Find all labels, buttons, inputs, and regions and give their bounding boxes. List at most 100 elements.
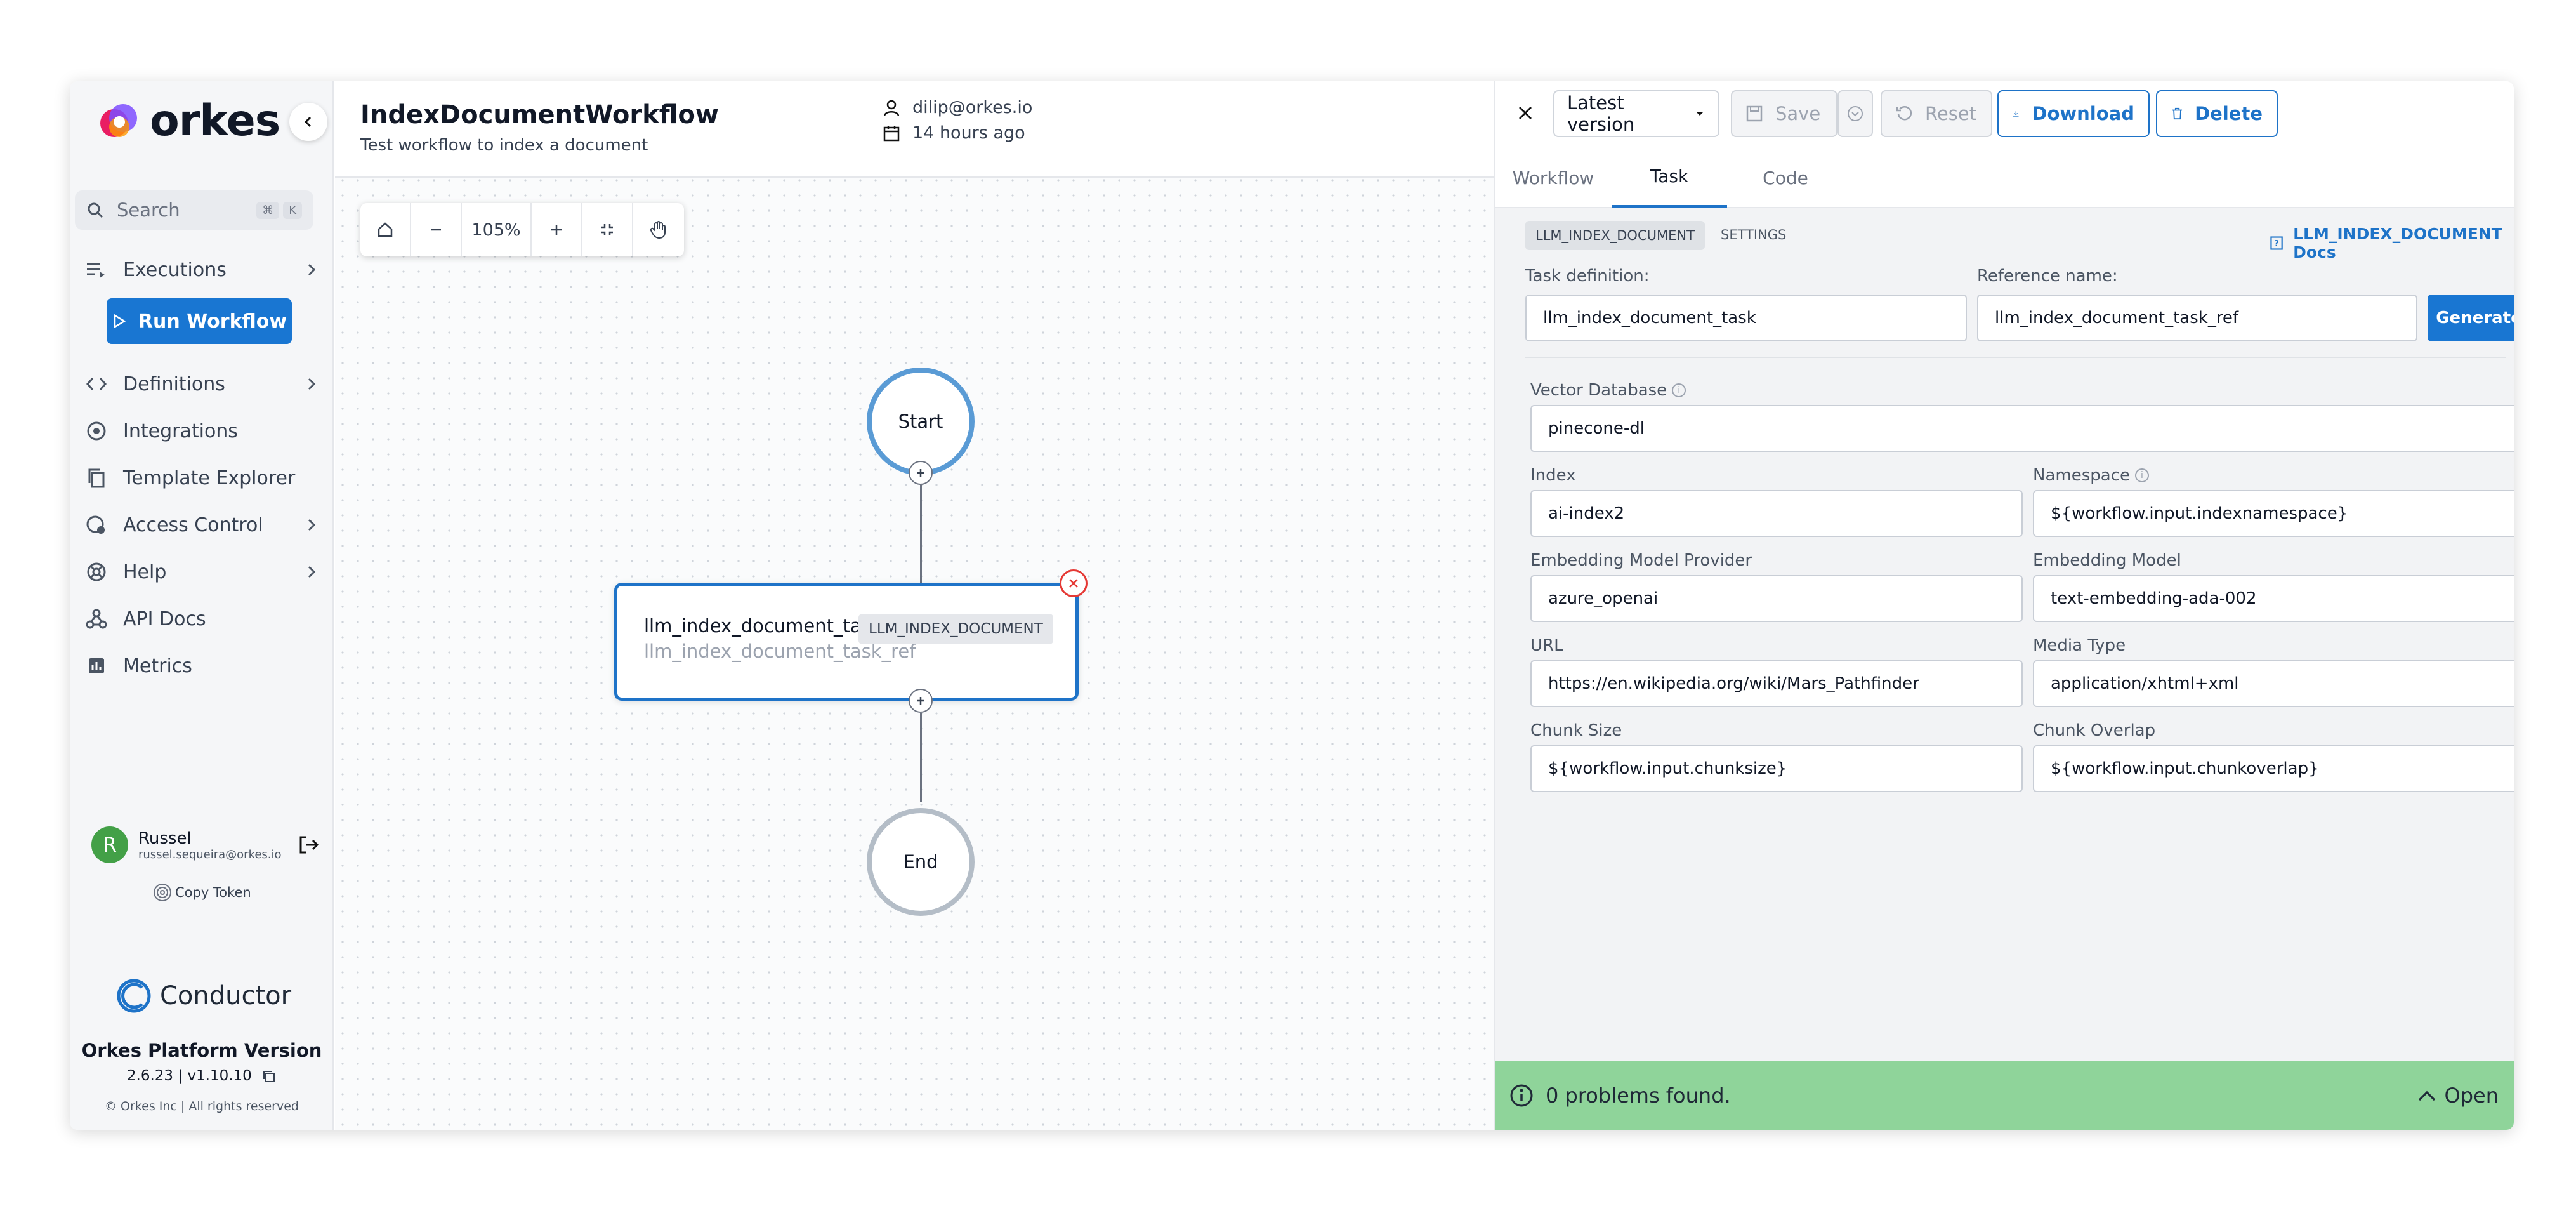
namespace-field[interactable]: ${workflow.input.indexnamespace} bbox=[2033, 490, 2514, 537]
version-select[interactable]: Latest version bbox=[1553, 90, 1719, 137]
docs-link-label: LLM_INDEX_DOCUMENT Docs bbox=[2293, 225, 2502, 262]
vector-db-field[interactable]: pinecone-dl bbox=[1530, 405, 2514, 452]
brand-name: orkes bbox=[150, 95, 280, 146]
sidebar-item-label: Access Control bbox=[123, 514, 263, 536]
metrics-icon bbox=[84, 653, 109, 679]
home-button[interactable] bbox=[360, 203, 411, 256]
search-box[interactable]: Search ⌘ K bbox=[75, 190, 313, 230]
zoom-out-button[interactable] bbox=[411, 203, 462, 256]
collapse-sidebar-button[interactable] bbox=[289, 103, 327, 141]
add-task-button[interactable] bbox=[909, 461, 933, 485]
workflow-owner: dilip@orkes.io bbox=[882, 98, 1032, 117]
info-icon: i bbox=[2134, 468, 2149, 482]
sidebar-item-definitions[interactable]: Definitions bbox=[84, 364, 320, 404]
chunk-overlap-field[interactable]: ${workflow.input.chunkoverlap} bbox=[2033, 745, 2514, 792]
download-button[interactable]: Download bbox=[1997, 90, 2150, 137]
chunk-size-label: Chunk Size bbox=[1530, 721, 1622, 740]
embedding-model-label: Embedding Model bbox=[2033, 551, 2181, 570]
add-task-button[interactable] bbox=[909, 689, 933, 713]
info-circle-icon bbox=[1510, 1084, 1533, 1107]
generate-button[interactable]: Generate bbox=[2428, 295, 2514, 341]
run-workflow-button[interactable]: Run Workflow bbox=[107, 298, 292, 344]
index-label: Index bbox=[1530, 466, 1576, 485]
embedding-model-field[interactable]: text-embedding-ada-002 bbox=[2033, 575, 2514, 622]
media-type-field[interactable]: application/xhtml+xml bbox=[2033, 660, 2514, 707]
task-node[interactable]: llm_index_document_task llm_index_docume… bbox=[614, 583, 1079, 701]
workflow-canvas[interactable]: IndexDocumentWorkflow Test workflow to i… bbox=[335, 81, 1494, 1130]
sidebar-item-access-control[interactable]: Access Control bbox=[84, 505, 320, 545]
hand-icon bbox=[650, 221, 666, 239]
orkes-logo[interactable]: orkes bbox=[98, 95, 280, 146]
start-node[interactable]: Start bbox=[867, 368, 975, 475]
sidebar-item-api-docs[interactable]: API Docs bbox=[84, 599, 320, 639]
index-field[interactable]: ai-index2 bbox=[1530, 490, 2023, 537]
task-type-badge: LLM_INDEX_DOCUMENT bbox=[858, 614, 1053, 644]
search-icon bbox=[88, 202, 103, 218]
chevron-up-icon bbox=[2418, 1090, 2435, 1101]
logout-icon[interactable] bbox=[297, 833, 320, 856]
delete-button[interactable]: Delete bbox=[2156, 90, 2278, 137]
reference-name-field[interactable]: llm_index_document_task_ref bbox=[1977, 295, 2417, 341]
delete-label: Delete bbox=[2195, 103, 2263, 124]
plus-icon bbox=[917, 469, 924, 477]
tab-code[interactable]: Code bbox=[1763, 167, 1808, 189]
task-type-chip: LLM_INDEX_DOCUMENT bbox=[1525, 221, 1705, 250]
panel-toolbar: Latest version Save Reset Download Delet… bbox=[1495, 81, 2514, 147]
open-problems-button[interactable]: Open bbox=[2417, 1083, 2499, 1108]
fit-view-button[interactable] bbox=[582, 203, 633, 256]
chunk-size-field[interactable]: ${workflow.input.chunksize} bbox=[1530, 745, 2023, 792]
save-options-button[interactable] bbox=[1837, 90, 1873, 137]
save-button[interactable]: Save bbox=[1731, 90, 1837, 137]
embedding-provider-field[interactable]: azure_openai bbox=[1530, 575, 2023, 622]
plus-icon bbox=[917, 697, 924, 705]
tab-task[interactable]: Task bbox=[1612, 147, 1727, 208]
chevron-right-icon bbox=[308, 263, 316, 276]
sidebar-item-executions[interactable]: Executions bbox=[84, 250, 320, 289]
url-field[interactable]: https://en.wikipedia.org/wiki/Mars_Pathf… bbox=[1530, 660, 2023, 707]
sidebar-item-label: Template Explorer bbox=[123, 467, 296, 489]
help-doc-icon: ? bbox=[2270, 236, 2283, 250]
pan-mode-button[interactable] bbox=[633, 203, 684, 256]
task-definition-field[interactable]: llm_index_document_task bbox=[1525, 295, 1967, 341]
user-name: Russel bbox=[138, 828, 192, 848]
end-node[interactable]: End bbox=[867, 808, 975, 916]
canvas-toolbar: 105% bbox=[360, 203, 684, 256]
sidebar-item-metrics[interactable]: Metrics bbox=[84, 646, 320, 686]
sidebar: orkes Search ⌘ K Executions Run Workflow… bbox=[70, 81, 334, 1130]
settings-tab[interactable]: SETTINGS bbox=[1721, 227, 1787, 242]
sidebar-item-template-explorer[interactable]: Template Explorer bbox=[84, 458, 320, 498]
app-window: orkes Search ⌘ K Executions Run Workflow… bbox=[70, 81, 2514, 1130]
chevron-right-icon bbox=[308, 519, 316, 531]
zoom-in-button[interactable] bbox=[532, 203, 582, 256]
chevron-right-icon bbox=[308, 378, 316, 390]
close-icon bbox=[1519, 107, 1532, 119]
tab-workflow[interactable]: Workflow bbox=[1512, 167, 1594, 189]
chunk-overlap-label: Chunk Overlap bbox=[2033, 721, 2156, 740]
open-label: Open bbox=[2444, 1083, 2499, 1108]
copyright: © Orkes Inc | All rights reserved bbox=[105, 1099, 299, 1113]
sidebar-item-help[interactable]: Help bbox=[84, 552, 320, 592]
copy-token-button[interactable]: Copy Token bbox=[152, 882, 251, 903]
url-label: URL bbox=[1530, 636, 1563, 655]
shortcut-key-cmd: ⌘ bbox=[256, 201, 280, 219]
reset-button[interactable]: Reset bbox=[1881, 90, 1992, 137]
docs-link[interactable]: ? LLM_INDEX_DOCUMENT Docs bbox=[2269, 225, 2514, 262]
trash-icon bbox=[2172, 107, 2183, 120]
sidebar-item-integrations[interactable]: Integrations bbox=[84, 411, 320, 451]
remove-task-button[interactable] bbox=[1060, 569, 1088, 597]
close-panel-button[interactable] bbox=[1509, 96, 1542, 129]
panel-tabs: Workflow Task Code bbox=[1495, 147, 2514, 208]
version-select-value: Latest version bbox=[1567, 92, 1635, 135]
problems-bar[interactable]: 0 problems found. Open bbox=[1495, 1061, 2514, 1130]
list-icon bbox=[84, 257, 109, 282]
save-icon bbox=[1746, 105, 1763, 122]
edge-start-task bbox=[920, 485, 922, 583]
code-icon bbox=[84, 371, 109, 397]
chevron-right-icon bbox=[308, 566, 316, 578]
reference-name-label: Reference name: bbox=[1977, 267, 2118, 286]
minus-icon bbox=[431, 229, 441, 231]
copy-icon[interactable] bbox=[261, 1069, 277, 1084]
sidebar-item-label: Executions bbox=[123, 258, 227, 281]
